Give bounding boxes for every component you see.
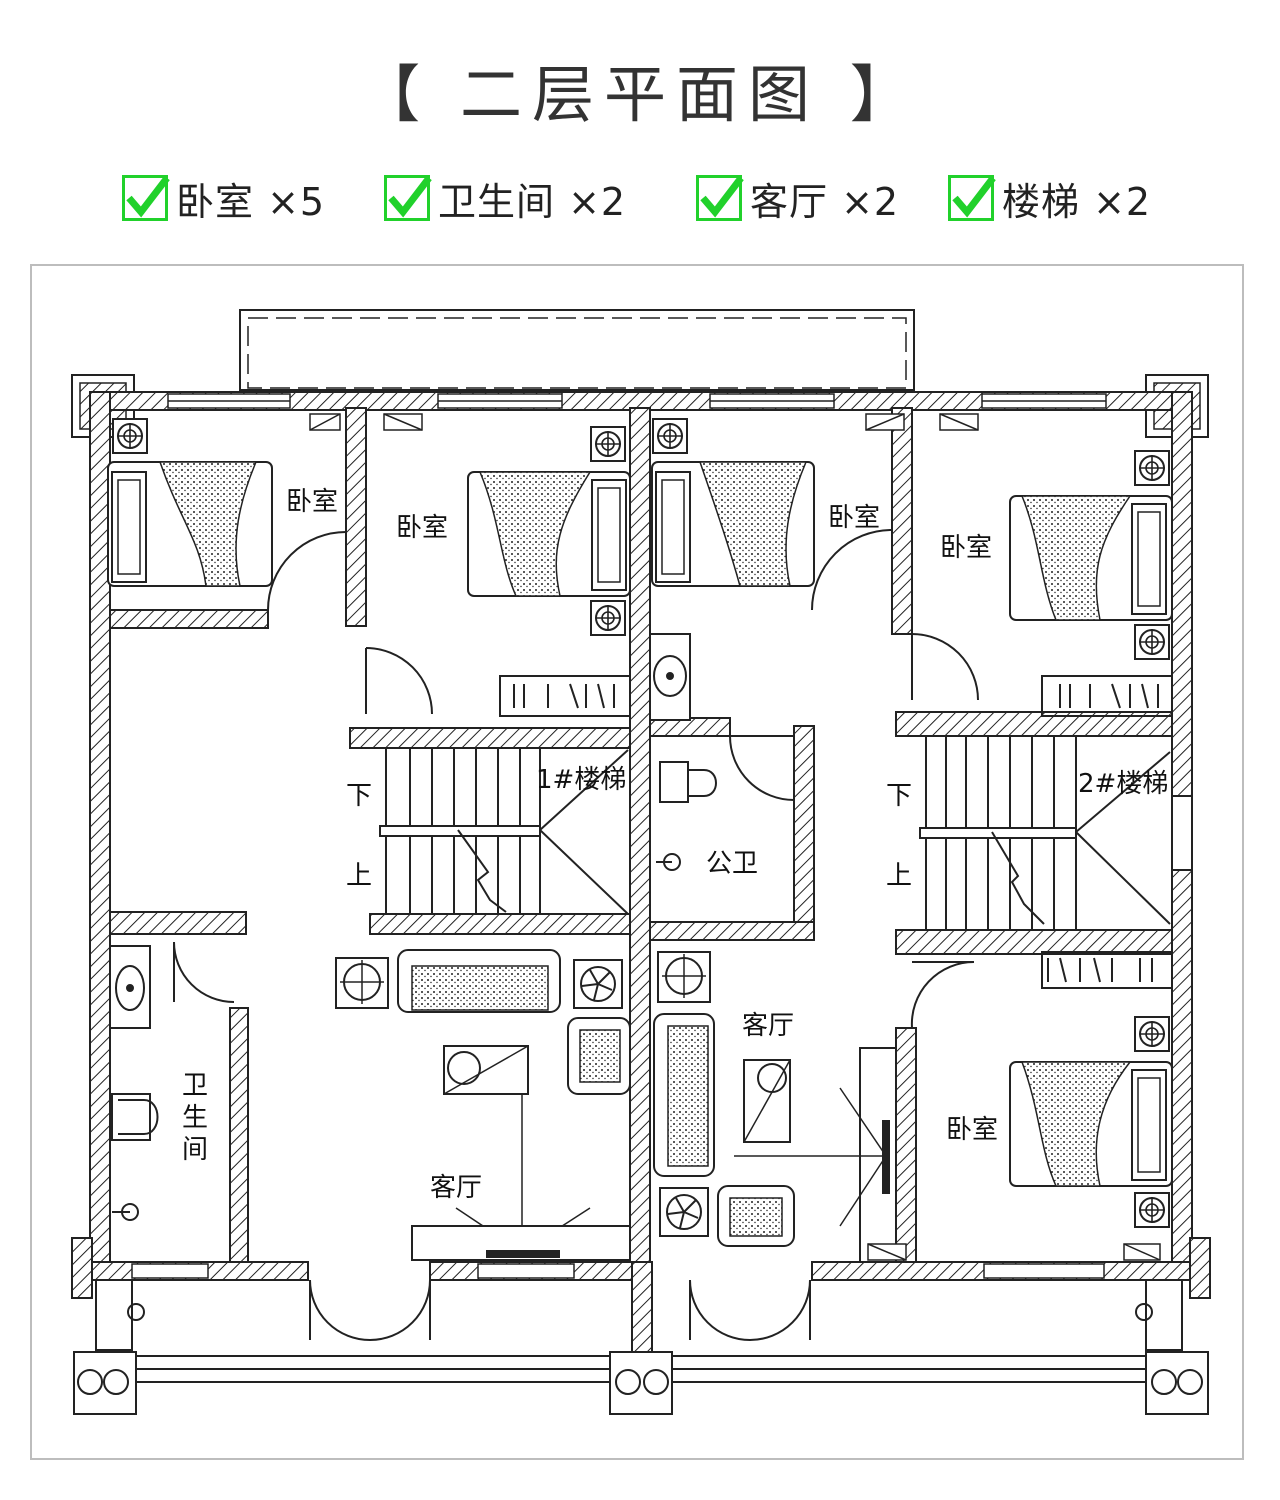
label-bathroom-2: 生	[182, 1103, 208, 1133]
label-living-2: 客厅	[742, 1011, 794, 1041]
doors	[173, 529, 979, 1341]
label-stair-1: 1#楼梯	[536, 765, 626, 795]
summary-label: 楼梯 ×2	[1002, 179, 1152, 224]
label-down-2: 下	[886, 781, 912, 811]
summary-item-bathroom: 卫生间 ×2	[384, 168, 626, 228]
label-bedroom-4: 卧室	[940, 533, 992, 563]
interior-walls	[109, 407, 1173, 1263]
label-bedroom-2: 卧室	[396, 513, 448, 543]
bed	[651, 461, 815, 587]
label-bedroom-5: 卧室	[946, 1115, 998, 1145]
living-room-1-furniture	[335, 949, 631, 1261]
bed	[1009, 495, 1173, 621]
label-down-1: 下	[346, 781, 372, 811]
public-wc-fixtures	[653, 655, 717, 871]
checkbox-icon	[696, 175, 744, 221]
label-public-wc: 公卫	[706, 849, 758, 879]
top-balcony	[239, 309, 915, 391]
summary-label: 卧室 ×5	[176, 179, 326, 224]
summary-item-living-room: 客厅 ×2	[696, 168, 899, 228]
summary-item-stairs: 楼梯 ×2	[948, 168, 1151, 228]
room-summary: 卧室 ×5 卫生间 ×2 客厅 ×2 楼梯 ×2	[0, 168, 1280, 238]
plan-frame	[30, 264, 1244, 1460]
label-living-1: 客厅	[430, 1173, 482, 1203]
checkbox-icon	[384, 175, 432, 221]
bed	[1009, 1061, 1173, 1187]
wardrobe	[499, 675, 1173, 989]
label-up-2: 上	[886, 861, 912, 891]
label-bedroom-1: 卧室	[286, 487, 338, 517]
bed	[467, 471, 631, 597]
summary-item-bedroom: 卧室 ×5	[122, 168, 325, 228]
bathroom-fixtures	[109, 945, 159, 1221]
summary-label: 客厅 ×2	[750, 179, 900, 224]
label-bathroom-3: 间	[182, 1135, 208, 1165]
label-bathroom-1: 卫	[182, 1071, 208, 1101]
label-up-1: 上	[346, 861, 372, 891]
stair-2	[919, 735, 1193, 931]
label-bedroom-3: 卧室	[828, 503, 880, 533]
bed	[107, 461, 273, 587]
checkbox-icon	[122, 175, 170, 221]
checkbox-icon	[948, 175, 996, 221]
front-balcony	[71, 1237, 1211, 1415]
page-title: 【 二层平面图 】	[358, 58, 922, 131]
summary-label: 卫生间 ×2	[438, 179, 627, 224]
label-stair-2: 2#楼梯	[1078, 769, 1168, 799]
top-windows	[131, 393, 1107, 1279]
stair-1	[379, 747, 631, 915]
living-room-2-furniture	[653, 951, 890, 1247]
